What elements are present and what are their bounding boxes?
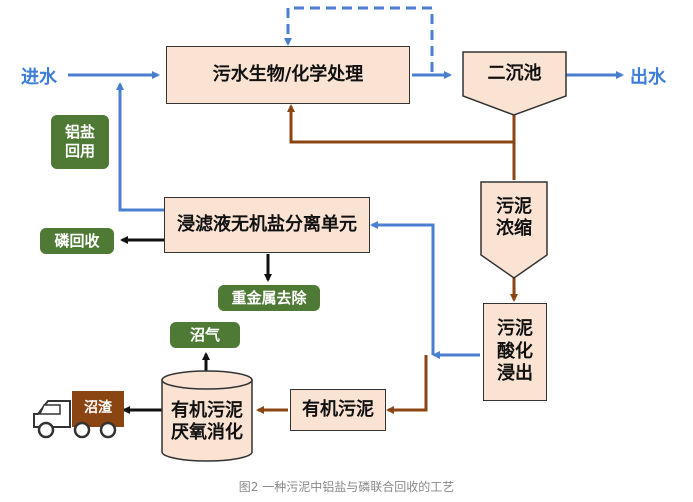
digestate-label: 沼渣 [84, 400, 112, 417]
anaerobic-digester-shape [161, 370, 253, 462]
separation-unit-box: 浸滤液无机盐分离单元 [164, 197, 370, 253]
aluminum-reuse-tag: 铝盐 回用 [51, 115, 109, 169]
leachate-to-separation-line [370, 221, 435, 355]
biogas-tag: 沼气 [170, 322, 240, 348]
organic-sludge-box: 有机污泥 [290, 389, 386, 431]
product-arrows [120, 236, 272, 414]
anaerobic-digestion-label: 有机污泥 厌氧消化 [171, 399, 243, 444]
phosphorus-recovery-tag: 磷回收 [40, 228, 114, 254]
secondary-clarifier-label: 二沉池 [487, 62, 542, 84]
aluminum-reuse-line [116, 82, 164, 212]
inlet-label: 进水 [21, 67, 57, 88]
return-recycle-dashed-line [284, 6, 434, 72]
sludge-thickening-shape [480, 181, 548, 279]
leaching-to-organic-sludge-line [386, 355, 428, 414]
bio-treatment-box: 污水生物/化学处理 [166, 46, 410, 104]
heavy-metal-removal-tag: 重金属去除 [218, 285, 320, 311]
sludge-thickening-label: 污泥 浓缩 [496, 195, 532, 240]
outlet-label: 出水 [630, 67, 666, 88]
sludge-return-line [287, 104, 516, 144]
sludge-flow-lines [256, 104, 518, 414]
secondary-clarifier-shape [462, 51, 567, 116]
acid-leaching-box: 污泥 酸化 浸出 [483, 303, 547, 401]
truck-icon [33, 391, 124, 439]
water-flow-lines [68, 6, 624, 359]
figure-caption: 图2 一种污泥中铝盐与磷联合回收的工艺 [238, 480, 455, 494]
